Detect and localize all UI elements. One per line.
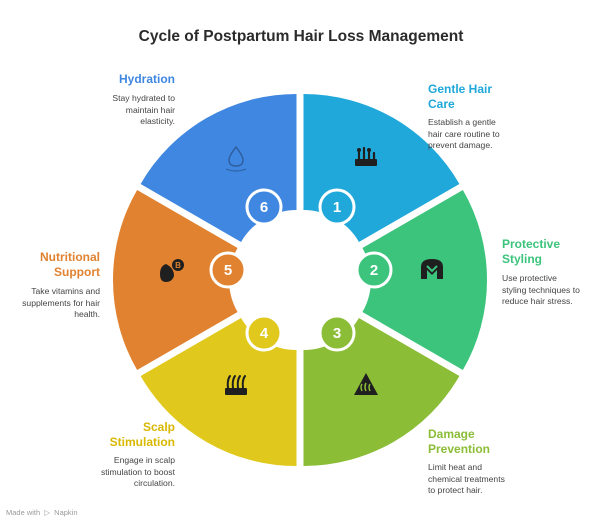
segment-4-title: Scalp Stimulation	[110, 420, 175, 450]
segment-5-sector	[113, 190, 238, 370]
segment-1-title-line: Gentle Hair	[428, 82, 493, 96]
segment-5-title: Nutritional Support	[40, 250, 100, 280]
segment-3-badge: 3	[318, 314, 356, 352]
segment-4-badge: 4	[245, 314, 283, 352]
segment-3-title-line: Prevention	[428, 442, 491, 456]
badge-circle	[318, 314, 356, 352]
segment-4-sector	[140, 318, 297, 467]
segment-2-badge: 2	[355, 251, 393, 289]
segment-6-desc-line: elasticity.	[140, 116, 175, 126]
footer-prefix: Made with	[6, 508, 41, 517]
segment-2-description: Use protective styling techniques to red…	[502, 273, 580, 308]
segment-3-desc-line: to protect hair.	[428, 485, 483, 495]
badge-circle	[245, 314, 283, 352]
badge-circle	[245, 188, 283, 226]
segment-3-sector	[303, 318, 460, 467]
segment-4-desc-line: Engage in scalp	[113, 455, 175, 465]
segment-2-sector	[362, 190, 487, 370]
segment-5-desc-line: Take vitamins and	[31, 286, 100, 296]
segment-2-desc-line: Use protective	[502, 273, 557, 283]
segment-3-number: 3	[333, 325, 341, 342]
badge-circle	[355, 251, 393, 289]
hair-follicle-icon	[355, 146, 377, 166]
segment-1-desc-line: prevent damage.	[428, 140, 493, 150]
segment-2-desc-line: reduce hair stress.	[502, 296, 573, 306]
segment-6-number: 6	[260, 199, 268, 216]
segment-1-badge: 1	[318, 188, 356, 226]
segment-4-desc-line: circulation.	[133, 478, 175, 488]
page-title: Cycle of Postpartum Hair Loss Management	[138, 28, 464, 45]
segment-6-desc-line: Stay hydrated to	[112, 93, 175, 103]
segment-4-number: 4	[260, 325, 269, 342]
segment-3-desc-line: chemical treatments	[428, 473, 505, 484]
segment-5-description: Take vitamins and supplements for hair h…	[22, 286, 100, 321]
segment-1-title-line: Care	[428, 97, 455, 111]
segment-6-description: Stay hydrated to maintain hair elasticit…	[112, 93, 175, 128]
segment-3-title: Damage Prevention	[428, 427, 490, 457]
segment-6-title-line: Hydration	[118, 72, 175, 86]
badge-circle	[318, 188, 356, 226]
protective-hair-icon	[421, 259, 443, 279]
segment-2-title-line: Styling	[502, 252, 543, 266]
segment-2-desc-line: styling techniques to	[502, 284, 580, 295]
segment-6-badge: 6	[245, 188, 283, 226]
segment-5-number: 5	[224, 262, 232, 279]
footer: Made with ▷ Napkin	[6, 508, 78, 517]
segment-1-title: Gentle Hair Care	[428, 82, 492, 112]
water-drop-icon	[225, 145, 247, 172]
segment-1-desc-line: Establish a gentle	[428, 117, 496, 127]
svg-text:B: B	[175, 261, 181, 270]
segment-4-title-line: Scalp	[142, 420, 175, 434]
segment-2-title-line: Protective	[502, 237, 561, 251]
segment-4-title-line: Stimulation	[109, 435, 175, 449]
segment-5-desc-line: health.	[74, 309, 100, 319]
footer-brand: Napkin	[54, 508, 78, 517]
segment-5-title-line: Support	[54, 265, 100, 279]
segment-1-description: Establish a gentle hair care routine to …	[428, 117, 500, 152]
segment-3-desc-line: Limit heat and	[428, 462, 482, 472]
segment-1-number: 1	[333, 199, 341, 216]
vitamin-b-icon: B	[160, 259, 184, 282]
heat-warning-icon	[354, 373, 378, 395]
segment-4-description: Engage in scalp stimulation to boost cir…	[101, 455, 175, 490]
segment-5-desc-line: supplements for hair	[22, 297, 100, 308]
scalp-icon	[225, 375, 247, 395]
segment-2-title: Protective Styling	[502, 237, 560, 267]
badge-circle	[209, 251, 247, 289]
napkin-logo-icon: ▷	[44, 508, 51, 517]
segment-1-desc-line: hair care routine to	[428, 128, 500, 139]
segment-3-title-line: Damage	[428, 427, 475, 441]
segment-2-number: 2	[370, 262, 378, 279]
segment-4-desc-line: stimulation to boost	[100, 466, 175, 477]
segment-5-badge: 5	[209, 251, 247, 289]
segment-6-desc-line: maintain hair	[125, 104, 175, 115]
segment-5-title-line: Nutritional	[40, 250, 100, 264]
segment-6-title: Hydration	[119, 72, 175, 87]
segment-3-description: Limit heat and chemical treatments to pr…	[428, 462, 505, 497]
